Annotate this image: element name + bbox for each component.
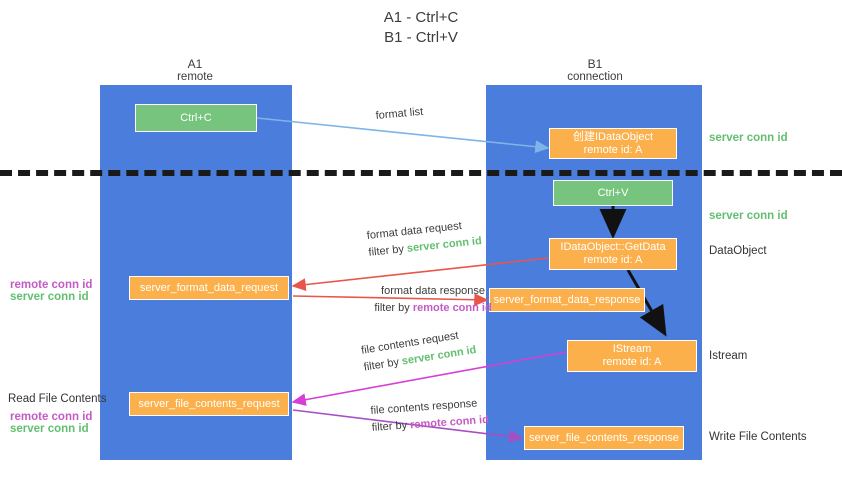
lane-a1-name: A1 — [187, 57, 203, 71]
node-server-file-contents-request[interactable]: server_file_contents_request — [129, 392, 289, 416]
edge-label-fdreq-filter-prefix: filter by — [367, 242, 408, 259]
node-server-format-data-response[interactable]: server_format_data_response — [489, 288, 645, 312]
edge-label-format-data-request: format data request filter by server con… — [366, 216, 483, 262]
right-label-write-file-contents: Write File Contents — [709, 431, 807, 443]
left-label-group-1: remote conn id server conn id — [10, 279, 92, 303]
left-label-group-2: remote conn id server conn id — [10, 411, 92, 435]
edge-label-fcresp-filter-prefix: filter by — [371, 419, 411, 434]
node-istream-line2: remote id: A — [602, 356, 662, 368]
node-create-idataobject-line1: 创建IDataObject — [572, 130, 654, 143]
node-getdata[interactable]: IDataObject::GetData remote id: A — [549, 238, 677, 270]
left-label-remote-conn-1: remote conn id — [10, 279, 93, 291]
lane-a1-sub: remote — [177, 71, 213, 83]
node-ctrl-v-label: Ctrl+V — [597, 186, 629, 199]
node-create-idataobject-line2: remote id: A — [583, 143, 643, 156]
node-ctrl-c-label: Ctrl+C — [180, 111, 212, 124]
title-line-2: B1 - Ctrl+V — [384, 29, 458, 46]
left-label-server-conn-2: server conn id — [10, 423, 89, 435]
diagram-title: A1 - Ctrl+C B1 - Ctrl+V — [0, 8, 842, 48]
edge-label-format-list-text: format list — [375, 105, 424, 122]
left-label-read-file-contents: Read File Contents — [8, 393, 107, 405]
node-create-idataobject[interactable]: 创建IDataObject remote id: A — [549, 128, 677, 159]
node-server-format-data-request[interactable]: server_format_data_request — [129, 276, 289, 300]
node-ctrl-c[interactable]: Ctrl+C — [135, 104, 257, 132]
left-label-remote-conn-2: remote conn id — [10, 411, 93, 423]
left-label-server-conn-1: server conn id — [10, 291, 89, 303]
right-label-server-conn-top: server conn id — [709, 132, 788, 144]
node-getdata-line2: remote id: A — [583, 254, 643, 266]
node-istream-line1: IStream — [612, 343, 652, 355]
node-getdata-line1: IDataObject::GetData — [560, 241, 666, 253]
phase-separator — [0, 170, 842, 176]
edge-label-fdresp-filter-prefix: filter by — [374, 302, 413, 314]
node-server-file-contents-request-label: server_file_contents_request — [138, 397, 280, 410]
edge-label-format-data-response-text: format data response — [381, 285, 485, 297]
edge-label-file-contents-request: file contents request filter by server c… — [360, 325, 478, 376]
right-label-istream: Istream — [709, 350, 748, 362]
edge-label-format-data-response: format data response filter by remote co… — [338, 283, 528, 317]
lane-header-a1: A1 remote — [130, 58, 260, 84]
node-server-file-contents-response-label: server_file_contents_response — [529, 431, 679, 444]
node-ctrl-v[interactable]: Ctrl+V — [553, 180, 673, 206]
lane-b1-sub: connection — [567, 71, 623, 83]
edge-label-file-contents-response: file contents response filter by remote … — [370, 395, 489, 437]
edge-label-fcresp-filter-key: remote conn id — [409, 413, 490, 432]
lane-b1-name: B1 — [587, 57, 603, 71]
node-server-format-data-request-label: server_format_data_request — [139, 281, 279, 294]
edge-label-fcreq-filter-prefix: filter by — [362, 355, 403, 374]
right-label-server-conn-mid: server conn id — [709, 210, 788, 222]
edge-label-fdresp-filter-key: remote conn id — [412, 302, 492, 314]
node-server-file-contents-response[interactable]: server_file_contents_response — [524, 426, 684, 450]
title-line-1: A1 - Ctrl+C — [383, 9, 459, 26]
lane-header-b1: B1 connection — [530, 58, 660, 84]
node-istream[interactable]: IStream remote id: A — [567, 340, 697, 372]
node-server-format-data-response-label: server_format_data_response — [493, 293, 641, 306]
right-label-dataobject: DataObject — [709, 245, 767, 257]
edge-label-format-list: format list — [375, 104, 424, 125]
